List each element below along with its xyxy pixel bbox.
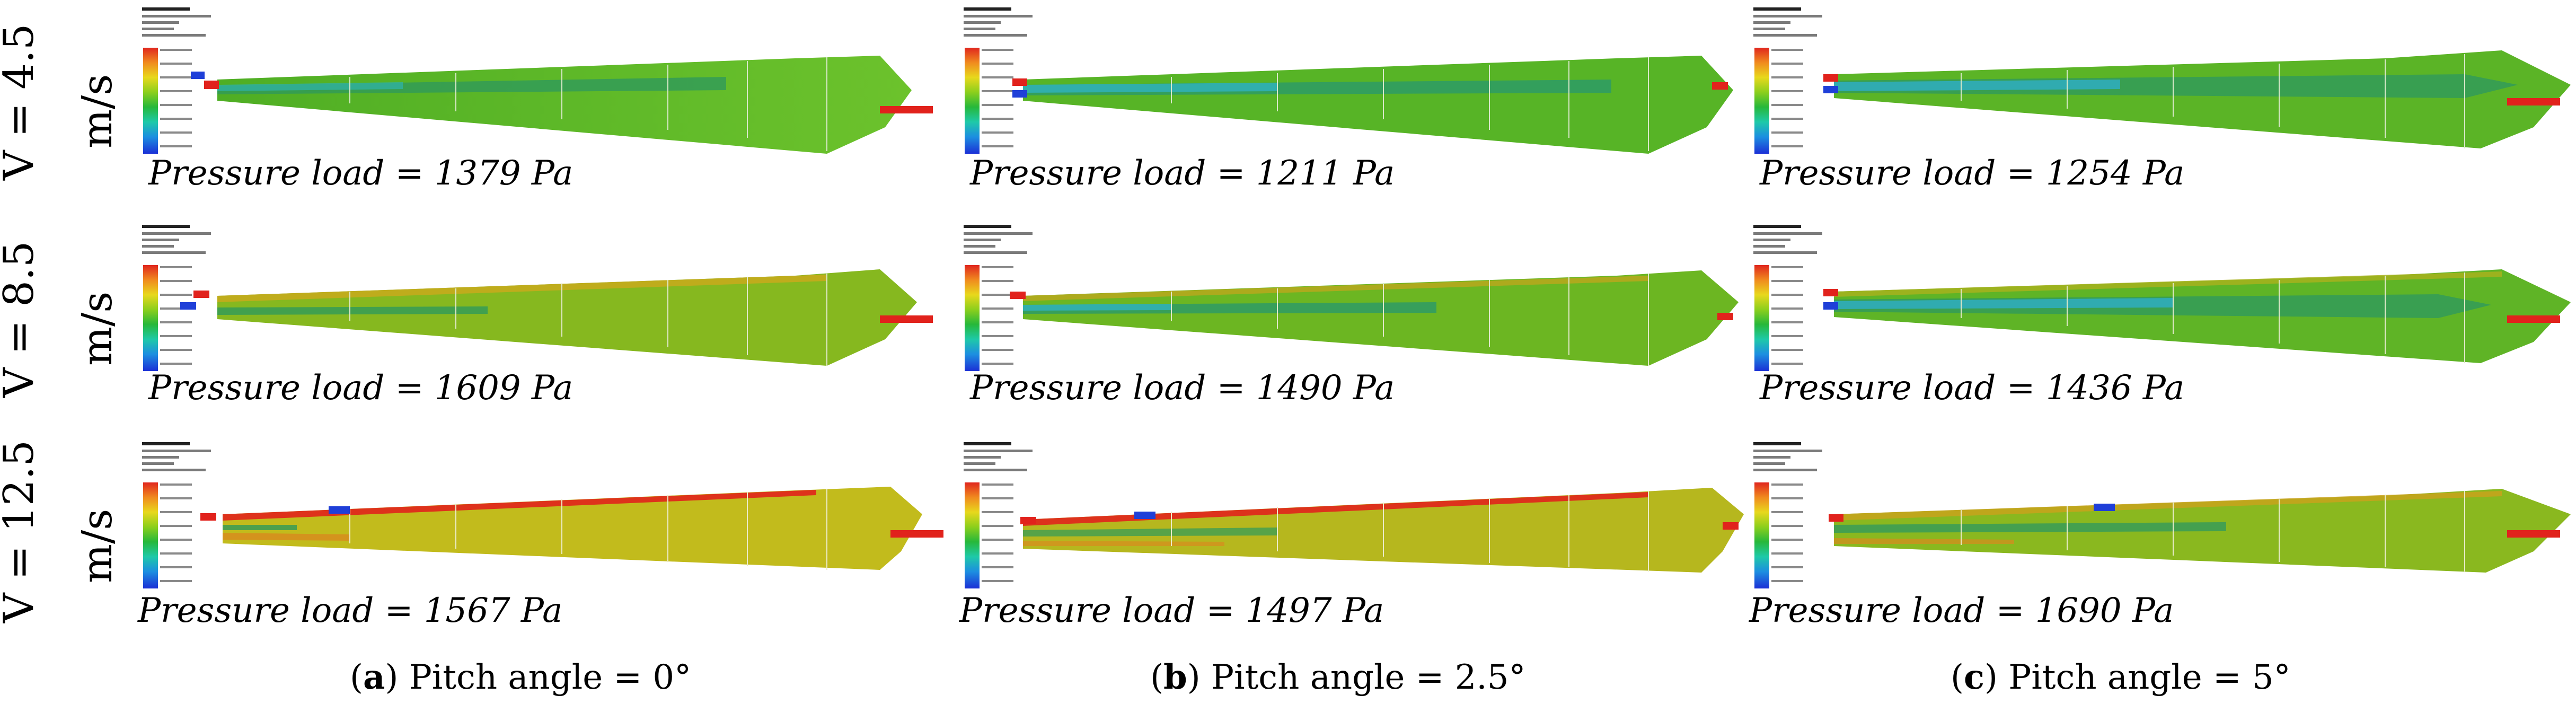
color-scale-bar: [143, 48, 158, 154]
stress-legend: [1749, 223, 1834, 382]
blade-panel-a1: Pressure load = 1379 Pa: [138, 5, 965, 223]
color-scale-bar: [1754, 265, 1769, 371]
blade-stress-plot: [191, 56, 933, 154]
color-scale-bar: [965, 265, 980, 371]
blade-panel-c2: Pressure load = 1436 Pa: [1749, 223, 2576, 440]
blade-stress-plot: [1823, 269, 2571, 363]
pressure-load-label: Pressure load = 1609 Pa: [148, 368, 574, 408]
blade-stress-plot: [180, 269, 933, 366]
stress-legend: [1749, 5, 1834, 164]
column-caption-b: (b) Pitch angle = 2.5°: [1150, 657, 1526, 697]
blade-panel-b2: Pressure load = 1490 Pa: [959, 223, 1786, 440]
blade-panel-b1: Pressure load = 1211 Pa: [959, 5, 1786, 223]
blade-stress-plot: [1823, 50, 2571, 148]
blade-stress-plot: [1010, 270, 1739, 366]
blade-stress-plot: [200, 487, 943, 570]
blade-stress-plot: [1829, 489, 2571, 573]
color-scale-bar: [1754, 48, 1769, 154]
row-unit-label: m/s: [74, 292, 121, 366]
color-scale-bar: [965, 48, 980, 154]
blade-panel-c1: Pressure load = 1254 Pa: [1749, 5, 2576, 223]
blade-panel-a3: Pressure load = 1567 Pa: [138, 440, 965, 657]
blade-stress-plot: [1012, 56, 1733, 154]
row-label-3: V = 12.5 m/s: [0, 440, 138, 641]
pressure-load-label: Pressure load = 1254 Pa: [1760, 154, 2185, 193]
blade-panel-b3: Pressure load = 1497 Pa: [959, 440, 1786, 657]
blade-panel-c3: Pressure load = 1690 Pa: [1749, 440, 2576, 657]
pressure-load-label: Pressure load = 1567 Pa: [138, 591, 563, 630]
stress-legend: [138, 5, 223, 164]
color-scale-bar: [143, 265, 158, 371]
stress-legend: [138, 440, 223, 599]
row-label-1: V = 4.5 m/s: [0, 5, 138, 207]
row-unit-label: m/s: [74, 74, 121, 148]
row-label-2: V = 8.5 m/s: [0, 223, 138, 424]
column-caption-c: (c) Pitch angle = 5°: [1951, 657, 2291, 697]
row-unit-label: m/s: [74, 509, 121, 583]
color-scale-bar: [1754, 482, 1769, 588]
stress-legend: [138, 223, 223, 382]
pressure-load-label: Pressure load = 1690 Pa: [1749, 591, 2174, 630]
column-caption-a: (a) Pitch angle = 0°: [350, 657, 692, 697]
color-scale-bar: [143, 482, 158, 588]
pressure-load-label: Pressure load = 1490 Pa: [970, 368, 1395, 408]
pressure-load-label: Pressure load = 1436 Pa: [1760, 368, 2185, 408]
pressure-load-label: Pressure load = 1379 Pa: [148, 154, 574, 193]
row-speed-label: V = 4.5: [0, 24, 43, 181]
row-speed-label: V = 8.5: [0, 241, 43, 398]
pressure-load-label: Pressure load = 1497 Pa: [959, 591, 1384, 630]
color-scale-bar: [965, 482, 980, 588]
blade-stress-plot: [1020, 488, 1744, 573]
blade-panel-a2: Pressure load = 1609 Pa: [138, 223, 965, 440]
row-speed-label: V = 12.5: [0, 440, 43, 623]
stress-legend: [959, 223, 1044, 382]
stress-legend: [1749, 440, 1834, 599]
stress-legend: [959, 5, 1044, 164]
pressure-load-label: Pressure load = 1211 Pa: [970, 154, 1395, 193]
stress-legend: [959, 440, 1044, 599]
